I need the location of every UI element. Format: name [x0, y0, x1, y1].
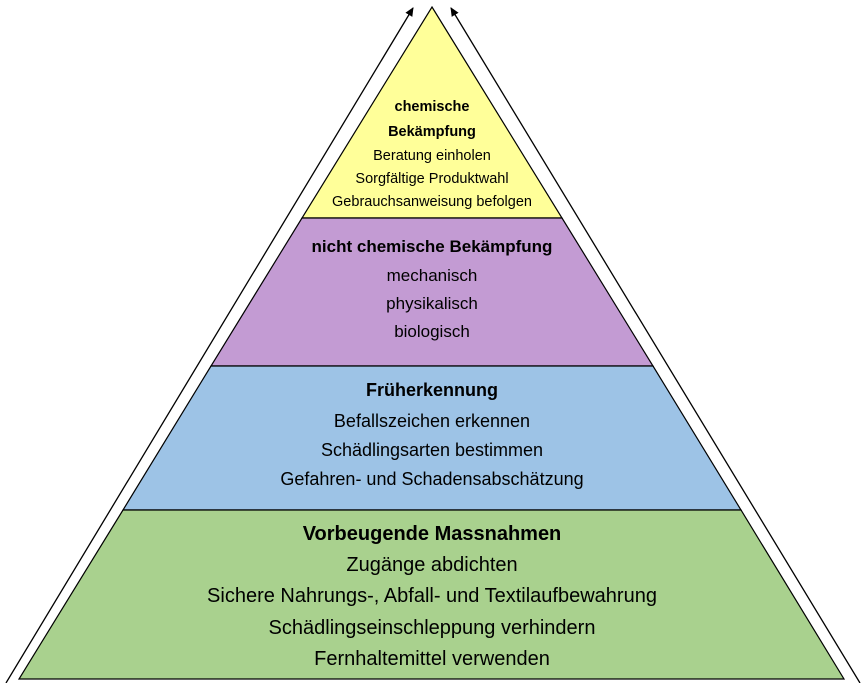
level-item: mechanisch [387, 266, 478, 285]
level-title: Bekämpfung [388, 124, 476, 140]
level-item: Sorgfältige Produktwahl [355, 171, 508, 187]
level-item: Sichere Nahrungs-, Abfall- und Textilauf… [207, 585, 657, 607]
level-item: biologisch [394, 322, 470, 341]
level-item: Fernhaltemittel verwenden [314, 648, 550, 670]
level-item: Gefahren- und Schadensabschätzung [280, 469, 583, 489]
level-item: Schädlingseinschleppung verhindern [269, 617, 596, 639]
level-item: Befallszeichen erkennen [334, 411, 530, 431]
level-title: Früherkennung [366, 380, 498, 400]
right-arrow [450, 7, 861, 683]
level-title: Vorbeugende Massnahmen [303, 523, 562, 545]
level-item: Beratung einholen [373, 148, 491, 164]
level-title: nicht chemische Bekämpfung [312, 237, 553, 256]
level-item: physikalisch [386, 294, 478, 313]
level-title: chemische [395, 99, 470, 115]
level-item: Gebrauchsanweisung befolgen [332, 194, 532, 210]
level-item: Schädlingsarten bestimmen [321, 440, 543, 460]
level-prevention [17, 509, 846, 680]
left-arrow [5, 7, 414, 683]
level-item: Zugänge abdichten [346, 554, 517, 576]
